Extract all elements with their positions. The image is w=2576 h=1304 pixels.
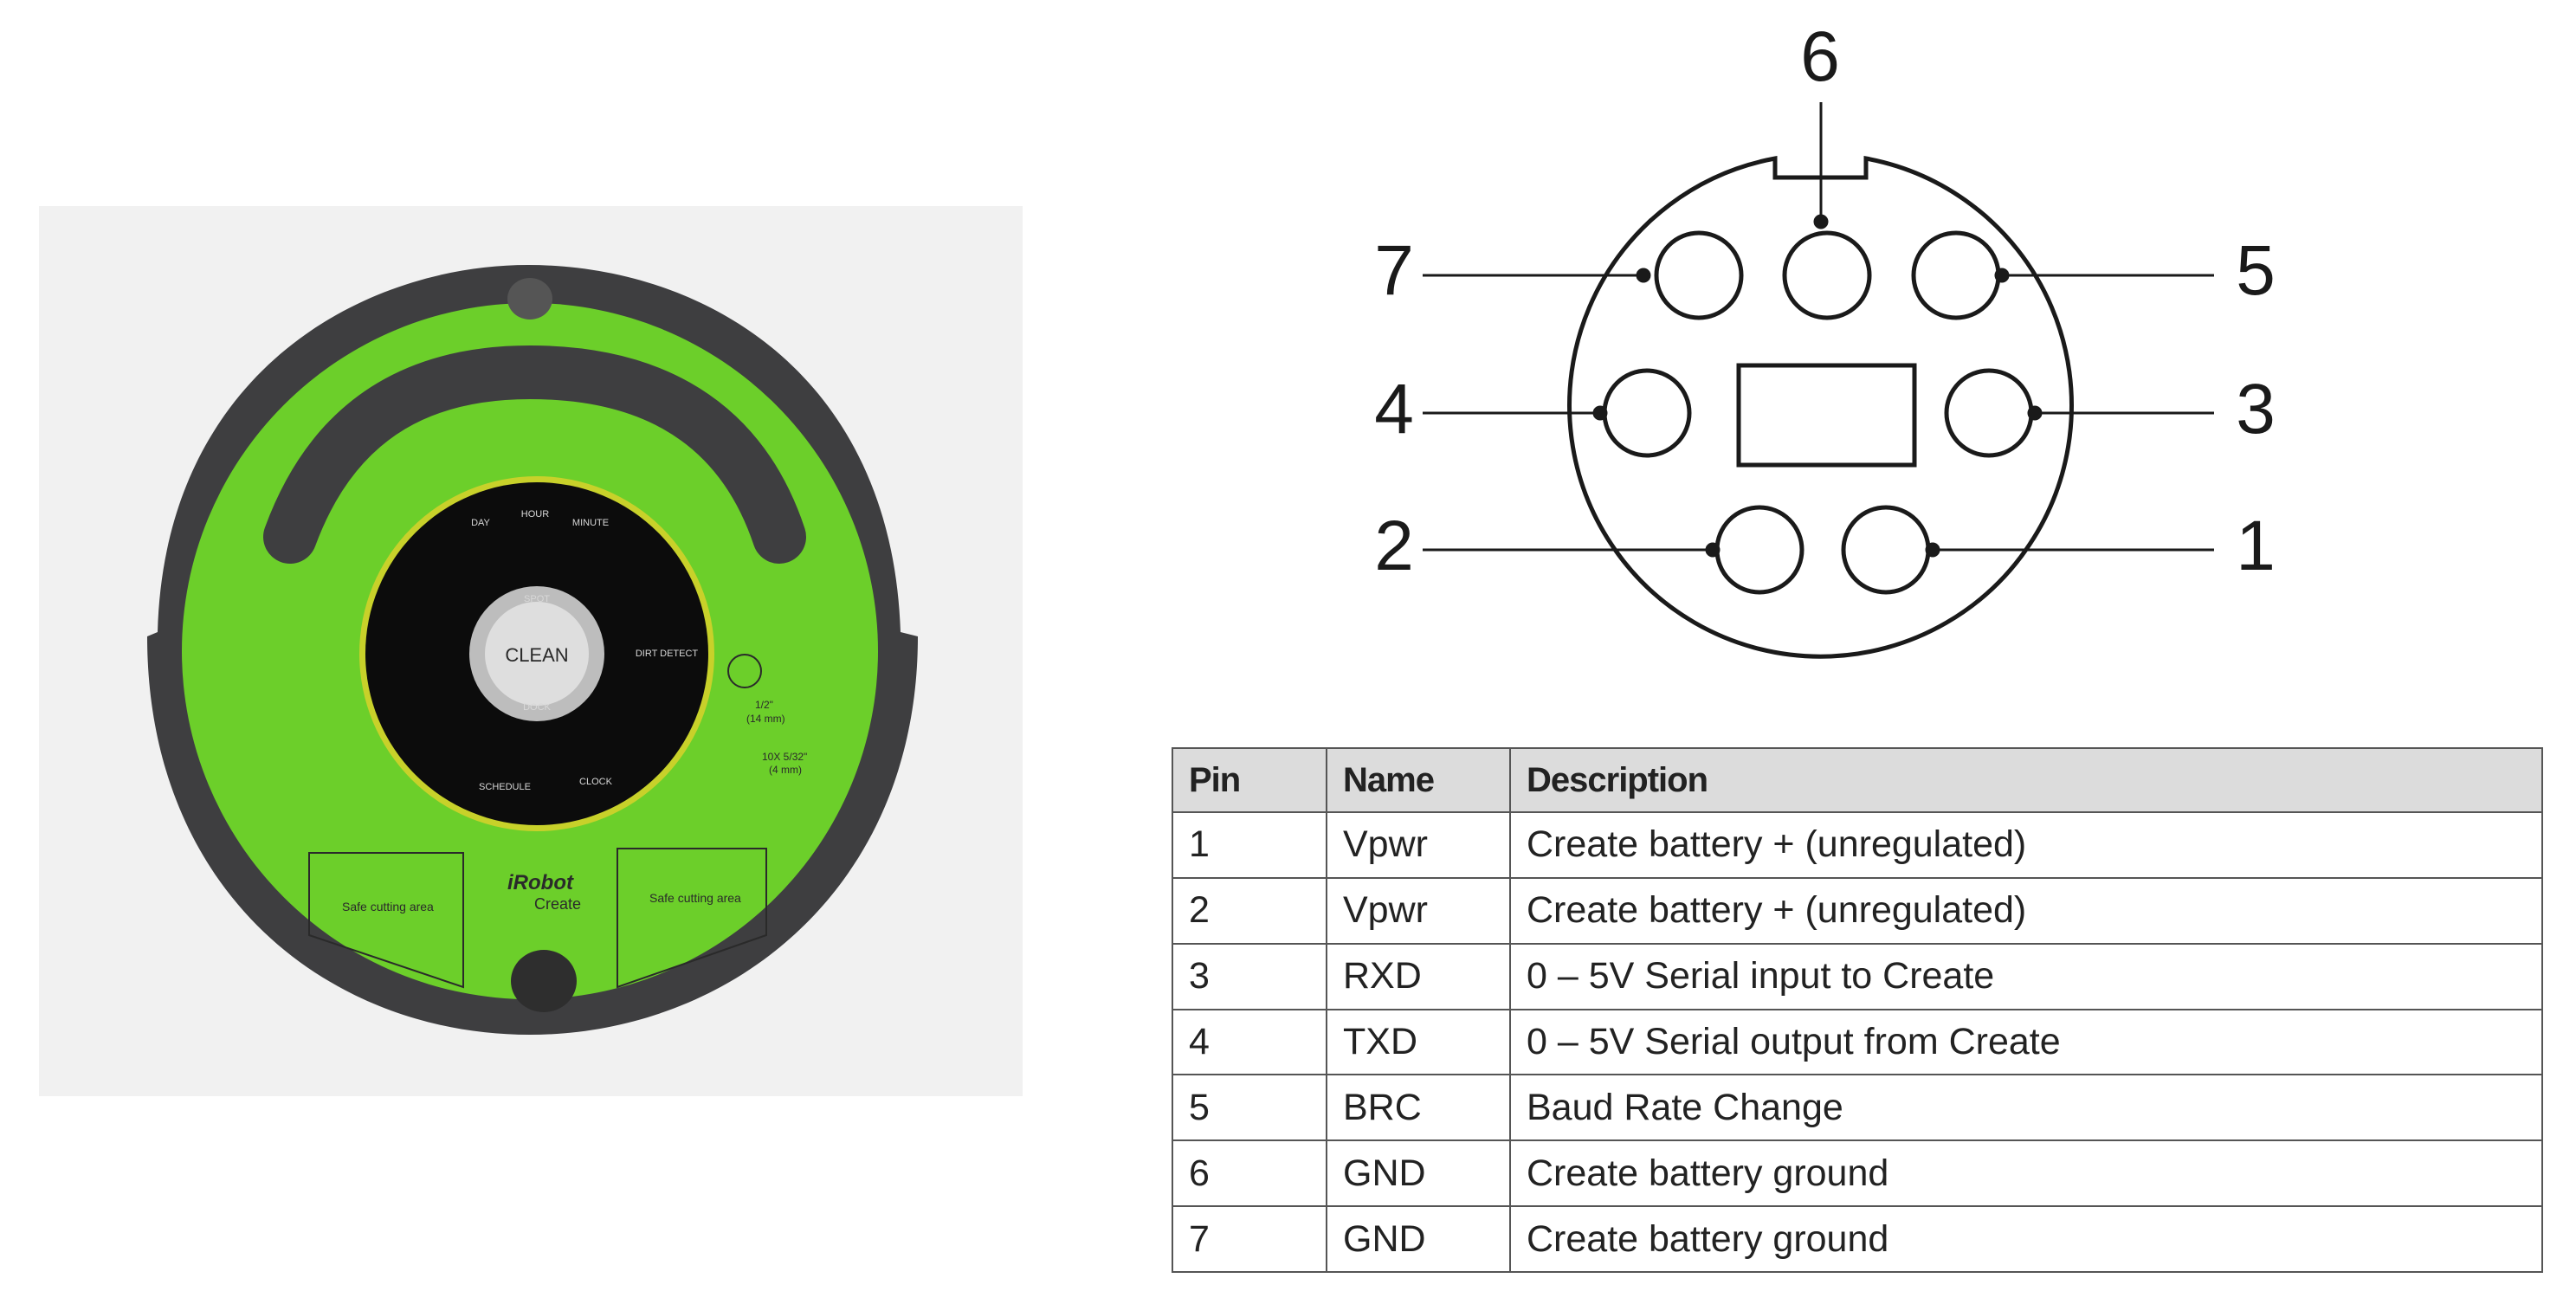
cell-pin: 5 xyxy=(1172,1074,1327,1142)
carry-handle xyxy=(263,345,806,564)
pin-socket-6 xyxy=(1782,230,1872,320)
pin-label-6: 6 xyxy=(1800,17,1840,96)
pin-socket-1 xyxy=(1841,505,1931,595)
pin-label-1: 1 xyxy=(2236,507,2276,585)
screw-size: 10X 5/32" xyxy=(762,751,807,763)
cell-description: Create battery ground xyxy=(1509,1139,2543,1208)
cell-name: TXD xyxy=(1326,1008,1511,1076)
cell-name: Vpwr xyxy=(1326,811,1511,879)
dock-label: DOCK xyxy=(523,702,551,713)
pin-label-2: 2 xyxy=(1374,507,1414,585)
top-button-day: DAY xyxy=(471,518,490,528)
clean-button xyxy=(485,602,589,706)
cell-description: Create battery + (unregulated) xyxy=(1509,876,2543,945)
cell-pin: 4 xyxy=(1172,1008,1327,1076)
pin-socket-4 xyxy=(1602,368,1692,458)
table-row: 2 Vpwr Create battery + (unregulated) xyxy=(1172,876,2543,945)
cargo-bay-hole xyxy=(511,950,577,1012)
bottom-button-clock: CLOCK xyxy=(579,777,613,787)
pin-socket-2 xyxy=(1714,505,1804,595)
cell-pin: 1 xyxy=(1172,811,1327,879)
pin-label-5: 5 xyxy=(2236,231,2276,310)
leader-dot-5 xyxy=(1994,268,2010,283)
screw-mm: (4 mm) xyxy=(769,764,802,776)
cell-description: Baud Rate Change xyxy=(1509,1074,2543,1142)
cell-description: Create battery ground xyxy=(1509,1205,2543,1273)
header-pin: Pin xyxy=(1172,747,1327,813)
clean-button-label: CLEAN xyxy=(505,644,568,666)
front-sensor xyxy=(507,278,552,320)
cell-pin: 6 xyxy=(1172,1139,1327,1208)
cell-pin: 2 xyxy=(1172,876,1327,945)
bottom-button-schedule: SCHEDULE xyxy=(479,782,531,792)
mount-hole-size: 1/2" xyxy=(755,699,773,711)
leader-dot-4 xyxy=(1592,405,1608,421)
pin-socket-5 xyxy=(1911,230,2001,320)
table-header-row: Pin Name Description xyxy=(1172,747,2543,813)
table-row: 6 GND Create battery ground xyxy=(1172,1139,2543,1208)
cell-name: GND xyxy=(1326,1205,1511,1273)
spot-label: SPOT xyxy=(524,594,550,604)
cell-name: GND xyxy=(1326,1139,1511,1208)
cutting-area-left: Safe cutting area xyxy=(342,900,434,913)
mount-hole-marker xyxy=(727,654,762,688)
cell-name: RXD xyxy=(1326,942,1511,1010)
top-button-hour: HOUR xyxy=(521,509,549,520)
cutting-area-left-box xyxy=(308,852,464,989)
leader-dot-3 xyxy=(2027,405,2043,421)
robot-body: CLEAN SPOT DOCK DAY HOUR MINUTE SCHEDULE… xyxy=(147,265,918,1035)
cell-description: Create battery + (unregulated) xyxy=(1509,811,2543,879)
leader-dot-2 xyxy=(1705,542,1721,558)
cutting-area-right-box xyxy=(617,848,767,989)
pin-label-4: 4 xyxy=(1374,370,1414,449)
center-key xyxy=(1736,363,1917,468)
top-button-minute: MINUTE xyxy=(572,518,609,528)
cutting-area-right: Safe cutting area xyxy=(649,891,741,905)
leader-dot-6 xyxy=(1813,214,1829,229)
table-row: 3 RXD 0 – 5V Serial input to Create xyxy=(1172,942,2543,1010)
connector-outline xyxy=(1567,155,2074,659)
table-row: 5 BRC Baud Rate Change xyxy=(1172,1074,2543,1142)
cell-pin: 3 xyxy=(1172,942,1327,1010)
dirt-detect-label: DIRT DETECT xyxy=(636,649,699,659)
header-description: Description xyxy=(1509,747,2543,813)
pin-label-7: 7 xyxy=(1374,231,1414,310)
cell-name: BRC xyxy=(1326,1074,1511,1142)
cell-description: 0 – 5V Serial input to Create xyxy=(1509,942,2543,1010)
brand-logo: iRobot xyxy=(507,871,574,894)
pin-socket-3 xyxy=(1944,368,2034,458)
pin-label-3: 3 xyxy=(2236,370,2276,449)
table-row: 4 TXD 0 – 5V Serial output from Create xyxy=(1172,1008,2543,1076)
cell-description: 0 – 5V Serial output from Create xyxy=(1509,1008,2543,1076)
leader-dot-7 xyxy=(1636,268,1651,283)
pin-description-table: Pin Name Description 1 Vpwr Create batte… xyxy=(1172,747,2543,1273)
model-name: Create xyxy=(534,895,581,913)
pin-socket-7 xyxy=(1654,230,1744,320)
mount-hole-mm: (14 mm) xyxy=(746,713,785,725)
header-name: Name xyxy=(1326,747,1511,813)
leader-dot-1 xyxy=(1925,542,1940,558)
table-row: 7 GND Create battery ground xyxy=(1172,1205,2543,1273)
table-row: 1 Vpwr Create battery + (unregulated) xyxy=(1172,811,2543,879)
cell-pin: 7 xyxy=(1172,1205,1327,1273)
cell-name: Vpwr xyxy=(1326,876,1511,945)
